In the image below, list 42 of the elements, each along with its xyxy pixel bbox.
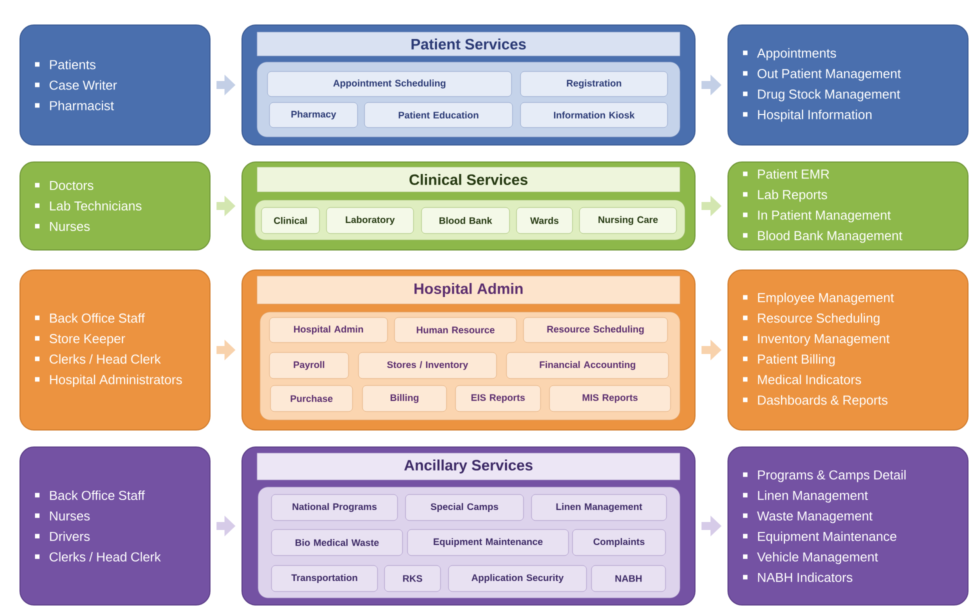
module-box: Human Resource <box>394 317 517 343</box>
title-bar: Ancillary Services <box>256 452 680 480</box>
module-box: NABH <box>591 565 666 592</box>
module-box: Clinical <box>261 207 320 234</box>
module-box: Stores / Inventory <box>358 352 497 379</box>
module-box: RKS <box>384 565 441 592</box>
title-bar: Patient Services <box>256 32 680 56</box>
module-box: Wards <box>516 207 573 234</box>
module-box: Payroll <box>269 352 349 379</box>
bullet-list-box: Back Office Staff Store Keeper Clerks / Head Clerk Hospital Administrators <box>20 270 210 430</box>
module-box: Laboratory <box>326 207 414 234</box>
bullet-list-box: Doctors Lab Technicians Nurses <box>20 162 210 250</box>
module-box: Patient Education <box>364 102 513 128</box>
module-box: Registration <box>520 71 668 97</box>
module-box: Nursing Care <box>579 207 677 234</box>
module-box: Appointment Scheduling <box>267 71 512 97</box>
module-box: Pharmacy <box>269 102 358 128</box>
module-box: Equipment Maintenance <box>407 529 569 556</box>
module-box: Complaints <box>572 529 666 556</box>
module-box: Hospital Admin <box>269 317 388 343</box>
module-box: Transportation <box>271 565 378 592</box>
title-bar: Clinical Services <box>256 166 680 192</box>
module-box: Blood Bank <box>421 207 510 234</box>
bullet-list-box: Programs & Camps Detail Linen Management Waste Management Equipment Maintenance Vehicle Management NABH Indicators <box>728 446 968 606</box>
module-box: MIS Reports <box>549 385 671 412</box>
bullet-list-box: Appointments Out Patient Management Drug Stock Management Hospital Information <box>728 24 968 146</box>
module-box: Information Kiosk <box>520 102 668 128</box>
module-box: Resource Scheduling <box>523 317 668 343</box>
module-box: Application Security <box>448 565 587 592</box>
bullet-list-box: Patients Case Writer Pharmacist <box>20 24 210 146</box>
module-box: Billing <box>362 385 447 412</box>
title-bar: Hospital Admin <box>256 276 680 304</box>
module-box: EIS Reports <box>455 385 541 412</box>
module-box: Linen Management <box>531 494 667 521</box>
module-box: Financial Accounting <box>506 352 669 379</box>
module-box: National Programs <box>271 494 398 521</box>
module-box: Special Camps <box>405 494 524 521</box>
bullet-list-box: Employee Management Resource Scheduling Inventory Management Patient Billing Medical Indicators Dashboards & Reports <box>728 270 968 430</box>
bullet-list-box: Back Office Staff Nurses Drivers Clerks / Head Clerk <box>20 446 210 606</box>
module-box: Purchase <box>270 385 353 412</box>
module-box: Bio Medical Waste <box>271 529 403 556</box>
bullet-list-box: Patient EMR Lab Reports In Patient Management Blood Bank Management <box>728 162 968 250</box>
